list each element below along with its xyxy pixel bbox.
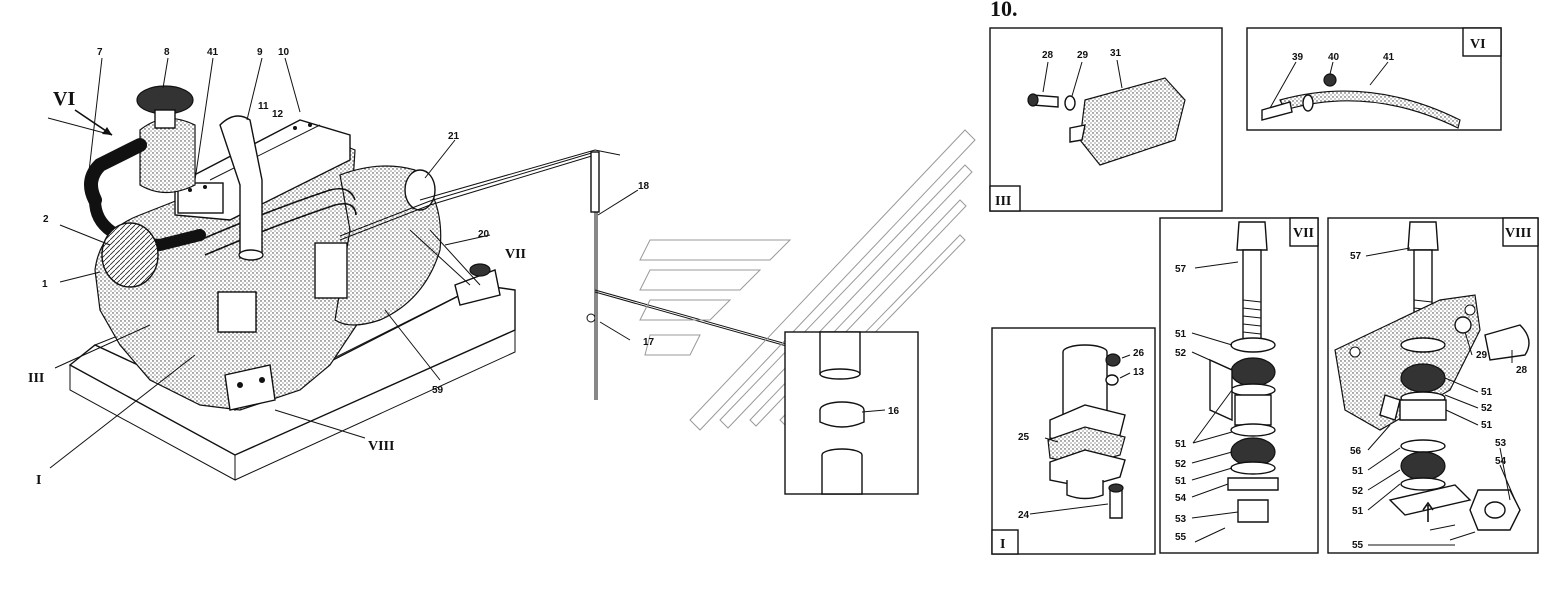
inset-III: III 28 29 31 [989, 27, 1223, 212]
svg-text:40: 40 [1328, 52, 1340, 63]
inset-VI: VI 39 40 41 [1246, 27, 1502, 131]
label-17: 17 [643, 337, 655, 348]
svg-text:52: 52 [1352, 486, 1364, 497]
air-filter [139, 118, 196, 194]
svg-text:54: 54 [1495, 456, 1507, 467]
svg-text:52: 52 [1481, 403, 1493, 414]
svg-text:51: 51 [1175, 476, 1187, 487]
svg-text:25: 25 [1018, 432, 1030, 443]
svg-text:29: 29 [1476, 350, 1488, 361]
svg-text:51: 51 [1175, 329, 1187, 340]
svg-text:51: 51 [1481, 420, 1493, 431]
svg-text:13: 13 [1133, 367, 1145, 378]
svg-text:29: 29 [1077, 50, 1089, 61]
svg-text:55: 55 [1352, 540, 1364, 551]
label-9: 9 [257, 47, 263, 58]
label-7: 7 [97, 47, 103, 58]
label-III-main: III [28, 371, 44, 386]
label-1: 1 [42, 279, 48, 290]
label-I-main: I [36, 473, 41, 488]
inset-VII: VII 57 51 52 51 52 51 54 53 55 [1159, 217, 1319, 554]
svg-text:39: 39 [1292, 52, 1304, 63]
label-VII-main: VII [505, 247, 526, 262]
engine-assembly [68, 85, 516, 481]
svg-text:26: 26 [1133, 348, 1145, 359]
label-11: 11 [258, 101, 269, 112]
svg-text:57: 57 [1350, 251, 1362, 262]
figure-number: 10. [990, 0, 1018, 21]
inset-VII-roman: VII [1293, 226, 1314, 241]
label-12: 12 [272, 109, 284, 120]
svg-text:41: 41 [1383, 52, 1395, 63]
svg-text:24: 24 [1018, 510, 1030, 521]
svg-text:28: 28 [1042, 50, 1054, 61]
inset-clamp-detail [784, 331, 919, 495]
svg-text:56: 56 [1350, 446, 1362, 457]
svg-text:55: 55 [1175, 532, 1187, 543]
label-VIII-main: VIII [368, 439, 394, 454]
radiator-grille [101, 222, 159, 288]
main-labels: 7 8 41 9 10 11 12 21 18 2 20 VII 1 III 5… [28, 47, 900, 488]
svg-text:53: 53 [1495, 438, 1507, 449]
inset-I: I 26 13 25 24 [991, 327, 1156, 555]
svg-text:52: 52 [1175, 459, 1187, 470]
inset-I-roman: I [1000, 537, 1005, 552]
svg-text:51: 51 [1481, 387, 1493, 398]
label-41: 41 [207, 47, 219, 58]
label-16: 16 [888, 406, 900, 417]
svg-text:31: 31 [1110, 48, 1122, 59]
leader-lines [47, 57, 886, 469]
svg-text:57: 57 [1175, 264, 1187, 275]
svg-text:52: 52 [1175, 348, 1187, 359]
background-emblem [639, 129, 976, 431]
svg-text:28: 28 [1516, 365, 1528, 376]
intake-hose [84, 138, 147, 207]
inset-VIII-roman: VIII [1505, 226, 1531, 241]
label-VI-arrow: VI [53, 88, 75, 110]
svg-text:54: 54 [1175, 493, 1187, 504]
svg-text:53: 53 [1175, 514, 1187, 525]
svg-text:51: 51 [1352, 506, 1364, 517]
label-10: 10 [278, 47, 290, 58]
label-2: 2 [43, 214, 49, 225]
svg-text:51: 51 [1352, 466, 1364, 477]
svg-text:51: 51 [1175, 439, 1187, 450]
label-59: 59 [432, 385, 444, 396]
inset-VIII: VIII 57 [1327, 217, 1539, 554]
label-8: 8 [164, 47, 170, 58]
label-18: 18 [638, 181, 650, 192]
inset-III-roman: III [995, 194, 1011, 209]
inset-VI-roman: VI [1470, 37, 1486, 52]
label-20: 20 [478, 229, 490, 240]
label-21: 21 [448, 131, 460, 142]
